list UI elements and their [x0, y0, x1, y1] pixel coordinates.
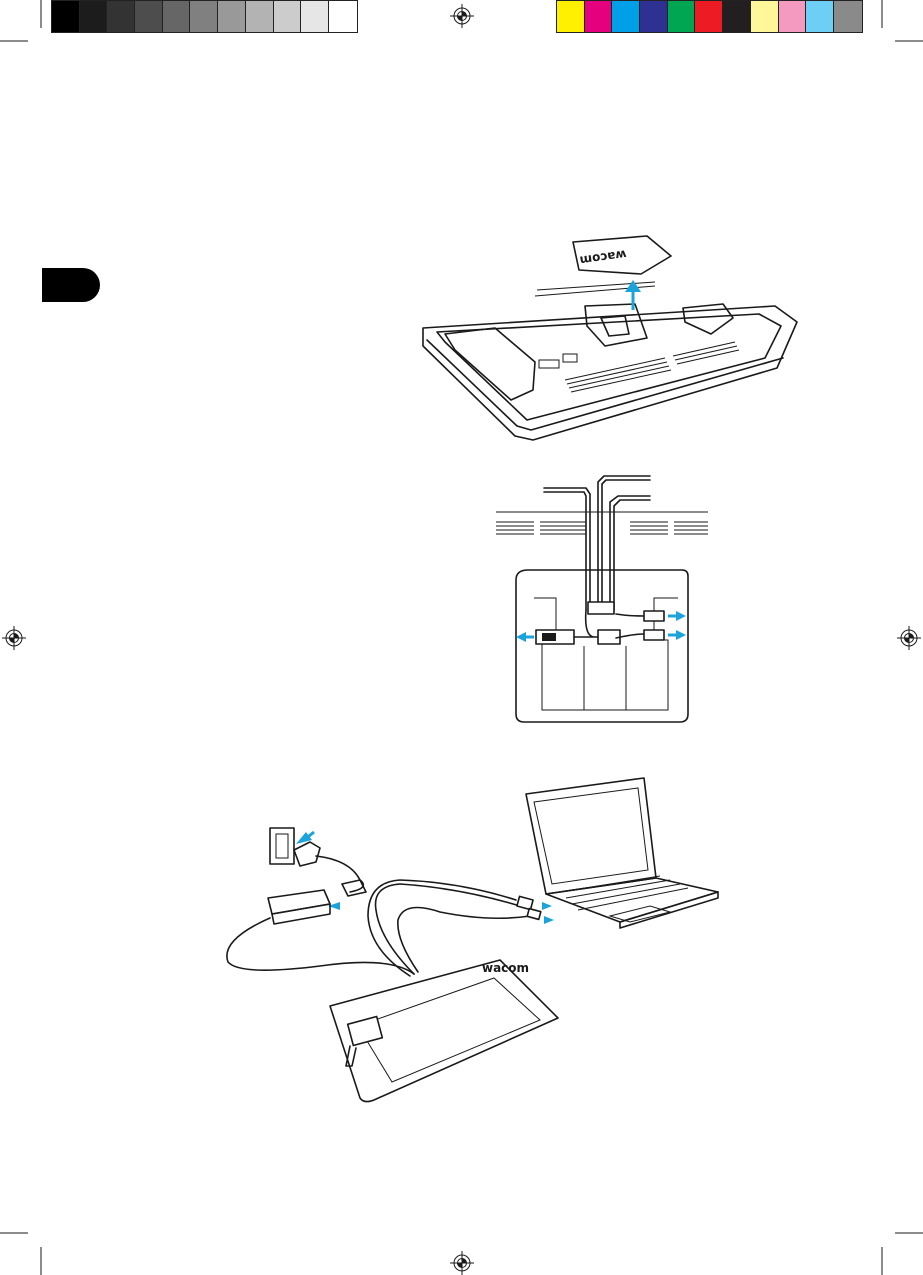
color-swatch: [329, 1, 357, 32]
color-swatch: [301, 1, 329, 32]
color-swatch: [218, 1, 246, 32]
color-swatch: [612, 1, 640, 32]
color-swatch: [107, 1, 135, 32]
color-swatch: [246, 1, 274, 32]
process-colorbar: [556, 0, 863, 33]
color-swatch: [695, 1, 723, 32]
registration-target-icon: [450, 4, 474, 28]
color-swatch: [274, 1, 302, 32]
registration-target-icon: [450, 1251, 474, 1275]
color-swatch: [135, 1, 163, 32]
color-swatch: [834, 1, 862, 32]
registration-target-icon: [897, 626, 921, 650]
registration-target-icon: [2, 626, 26, 650]
color-swatch: [779, 1, 807, 32]
color-swatch: [80, 1, 108, 32]
connection-diagram-illustration: wacom: [200, 770, 720, 1110]
chapter-tab: [42, 268, 100, 302]
color-swatch: [190, 1, 218, 32]
cable-routing-illustration: [494, 470, 714, 730]
color-swatch: [806, 1, 834, 32]
color-swatch: [668, 1, 696, 32]
color-swatch: [163, 1, 191, 32]
color-swatch: [52, 1, 80, 32]
color-swatch: [585, 1, 613, 32]
color-swatch: [723, 1, 751, 32]
up-arrow-icon: [625, 280, 641, 292]
grayscale-colorbar: [51, 0, 358, 33]
color-swatch: [557, 1, 585, 32]
wacom-logo: wacom: [482, 961, 529, 975]
color-swatch: [751, 1, 779, 32]
color-swatch: [640, 1, 668, 32]
display-back-cover-illustration: wacom: [415, 230, 815, 450]
